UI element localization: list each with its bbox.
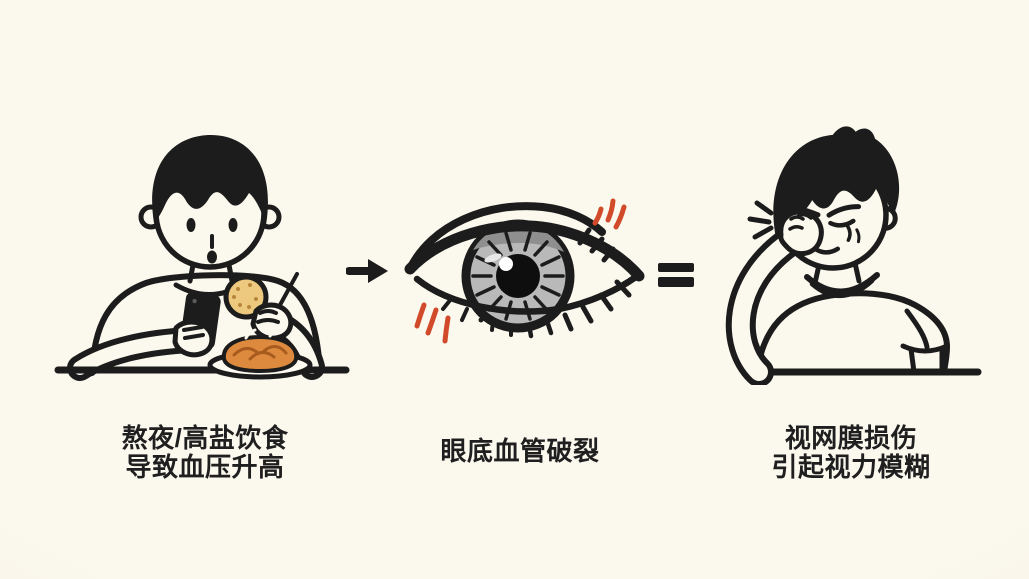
caption-cause: 熬夜/高盐饮食 导致血压升高 xyxy=(55,424,355,482)
closed-eye xyxy=(828,218,856,228)
caption-line: 引起视力模糊 xyxy=(771,452,931,482)
eye xyxy=(186,218,196,232)
hair xyxy=(773,126,900,264)
eye-highlight xyxy=(499,257,513,271)
eyelashes xyxy=(441,279,632,339)
bloodshot-eye-illustration xyxy=(404,198,645,344)
snack-icon xyxy=(223,274,269,320)
rubbing-hand xyxy=(778,209,824,257)
left-hand xyxy=(172,319,215,358)
hair xyxy=(152,135,268,225)
pain-marks xyxy=(747,200,774,240)
eyelids xyxy=(404,202,645,315)
arrow-right-icon xyxy=(346,259,388,283)
person-eating-phone-illustration xyxy=(54,135,350,381)
caption-line: 视网膜损伤 xyxy=(784,423,918,453)
red-vessel-marks xyxy=(414,198,627,344)
caption-line: 熬夜/高盐饮食 xyxy=(121,423,289,453)
mouth xyxy=(814,246,841,255)
eye xyxy=(228,218,238,232)
caption-rupture: 眼底血管破裂 xyxy=(395,437,645,466)
fork-icon xyxy=(278,272,299,307)
head xyxy=(138,135,282,270)
torso xyxy=(754,260,950,376)
caption-line: 导致血压升高 xyxy=(125,452,285,482)
mouth xyxy=(207,250,217,264)
person-rubbing-eye-illustration xyxy=(725,126,982,385)
sweat-drop xyxy=(845,224,852,242)
caption-result: 视网膜损伤 引起视力模糊 xyxy=(701,424,1001,482)
plate-of-food xyxy=(207,328,313,380)
caption-line: 眼底血管破裂 xyxy=(440,436,600,466)
equals-icon xyxy=(658,263,694,287)
rubbing-arm xyxy=(725,227,804,385)
